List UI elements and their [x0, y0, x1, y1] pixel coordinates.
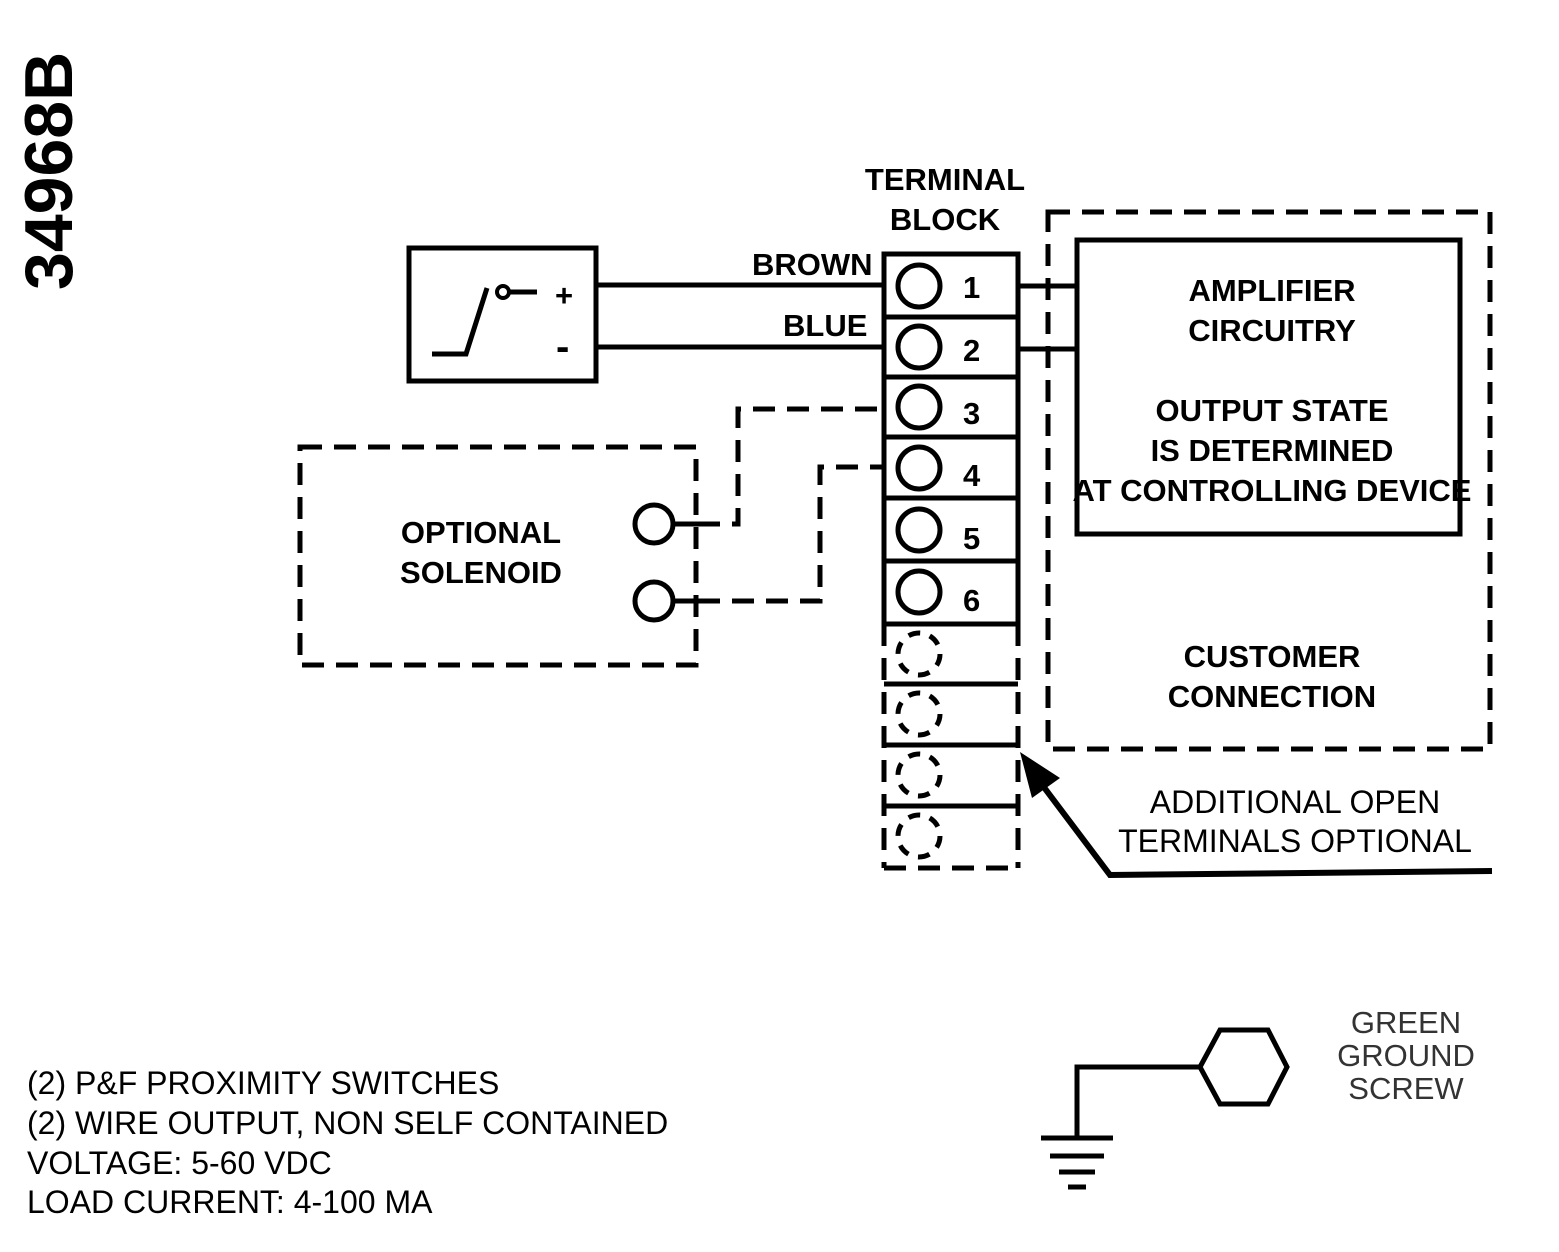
terminal-screw-2	[895, 323, 943, 371]
note-1: (2) P&F PROXIMITY SWITCHES	[27, 1065, 499, 1101]
terminal-block-title-1: TERMINAL	[865, 162, 1025, 197]
blue-label: BLUE	[783, 308, 867, 343]
ground-label-2: GROUND	[1337, 1038, 1475, 1073]
additional-label-2: TERMINALS OPTIONAL	[1118, 823, 1472, 859]
amplifier-label-2: CIRCUITRY	[1188, 313, 1356, 348]
optional-screw-3	[895, 751, 943, 799]
additional-label-1: ADDITIONAL OPEN	[1150, 784, 1440, 820]
amplifier-label-3: OUTPUT STATE	[1155, 393, 1388, 428]
solenoid-label-2: SOLENOID	[400, 555, 562, 590]
customer-connection-box	[1045, 209, 1493, 752]
ground-label-1: GREEN	[1351, 1005, 1461, 1040]
ground-symbol	[1041, 1027, 1290, 1190]
customer-label-1: CUSTOMER	[1184, 639, 1361, 674]
terminal-number-6: 6	[963, 583, 980, 618]
terminal-number-1: 1	[963, 270, 980, 305]
proximity-switch: + -	[406, 245, 599, 384]
note-3: VOLTAGE: 5-60 VDC	[27, 1145, 332, 1181]
callout-leader	[1037, 780, 1493, 879]
terminal-screw-6	[895, 568, 943, 616]
solenoid-terminal-2	[632, 579, 676, 623]
terminal-number-5: 5	[963, 521, 980, 556]
customer-label-2: CONNECTION	[1168, 679, 1376, 714]
optional-terminals	[881, 624, 1021, 871]
optional-screw-2	[895, 690, 943, 738]
terminal-screw-1	[895, 262, 943, 310]
amplifier-box	[1074, 237, 1463, 537]
terminal-block: 1 2 3 4 5 6	[881, 251, 1021, 627]
switch-contact	[495, 284, 511, 300]
terminal-block-title-2: BLOCK	[890, 202, 1001, 237]
amplifier-label-1: AMPLIFIER	[1188, 273, 1355, 308]
ground-screw-hex	[1197, 1027, 1290, 1107]
terminal-screw-5	[895, 506, 943, 554]
optional-solenoid: OPTIONAL SOLENOID	[297, 444, 699, 668]
solenoid-wire-3	[698, 406, 884, 527]
brown-label: BROWN	[752, 247, 873, 282]
terminal-screw-3	[895, 383, 943, 431]
amplifier-label-4: IS DETERMINED	[1151, 433, 1394, 468]
optional-screw-4	[895, 812, 943, 860]
minus-sign: -	[556, 325, 569, 369]
switch-symbol	[432, 287, 490, 357]
terminal-screw-4	[895, 444, 943, 492]
amplifier-label-5: AT CONTROLLING DEVICE	[1073, 473, 1472, 508]
ground-label-3: SCREW	[1348, 1071, 1464, 1106]
terminal-number-3: 3	[963, 396, 980, 431]
terminal-number-4: 4	[963, 458, 981, 493]
solenoid-terminal-1	[632, 502, 676, 546]
plus-sign: +	[555, 278, 573, 313]
solenoid-wire-4	[698, 464, 884, 604]
ground-wire	[1074, 1064, 1200, 1138]
optional-screw-1	[895, 630, 943, 678]
solenoid-label-1: OPTIONAL	[401, 515, 561, 550]
drawing-number: 34968B	[11, 52, 87, 290]
proximity-switch-box	[406, 245, 599, 384]
note-2: (2) WIRE OUTPUT, NON SELF CONTAINED	[27, 1105, 668, 1141]
terminal-number-2: 2	[963, 333, 980, 368]
callout-arrowhead	[1020, 752, 1060, 798]
note-4: LOAD CURRENT: 4-100 MA	[27, 1184, 433, 1220]
